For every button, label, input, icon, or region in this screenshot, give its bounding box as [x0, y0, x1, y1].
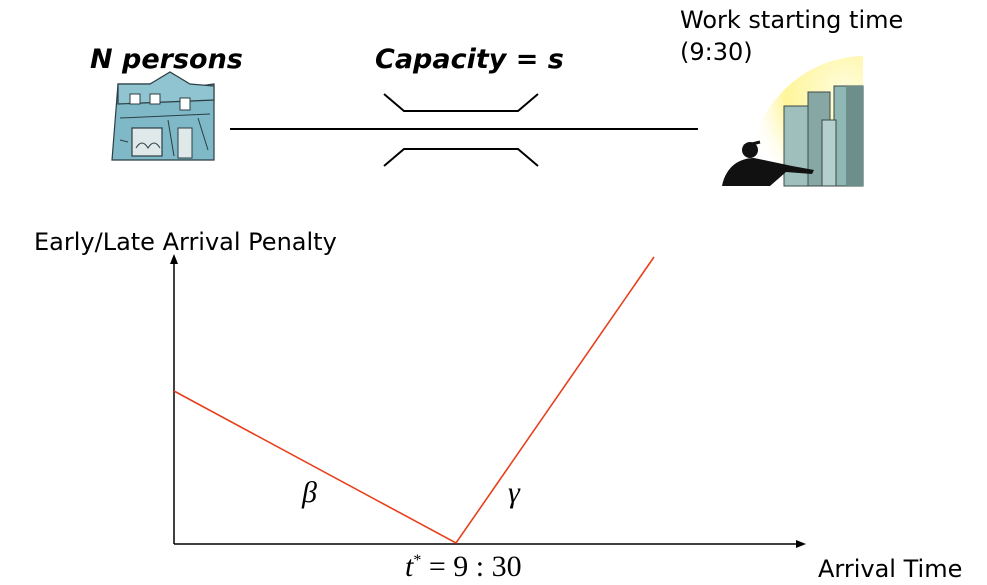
- late-slope-symbol: γ: [508, 476, 520, 509]
- x-axis-arrowhead: [796, 540, 806, 548]
- destination-label-line1: Work starting time: [680, 6, 904, 34]
- t-star-symbol: t: [405, 550, 414, 583]
- t-star-label: t* = 9 : 30: [405, 550, 522, 584]
- y-axis-label: Early/Late Arrival Penalty: [34, 228, 337, 256]
- early-slope-symbol: β: [302, 476, 317, 509]
- bottleneck-road-icon: [230, 93, 698, 167]
- destination-label-line2: (9:30): [680, 38, 753, 66]
- x-axis-label: Arrival Time: [818, 555, 963, 583]
- origin-label: N persons: [90, 44, 243, 75]
- capacity-label: Capacity = s: [375, 44, 564, 75]
- t-star-value: = 9 : 30: [421, 550, 522, 583]
- t-star-superscript: *: [413, 552, 422, 569]
- y-axis-arrowhead: [170, 254, 178, 264]
- office-buildings-with-person-icon: [722, 56, 864, 187]
- penalty-function-line: [173, 256, 655, 545]
- house-icon: [111, 71, 215, 161]
- penalty-axes: [170, 254, 806, 548]
